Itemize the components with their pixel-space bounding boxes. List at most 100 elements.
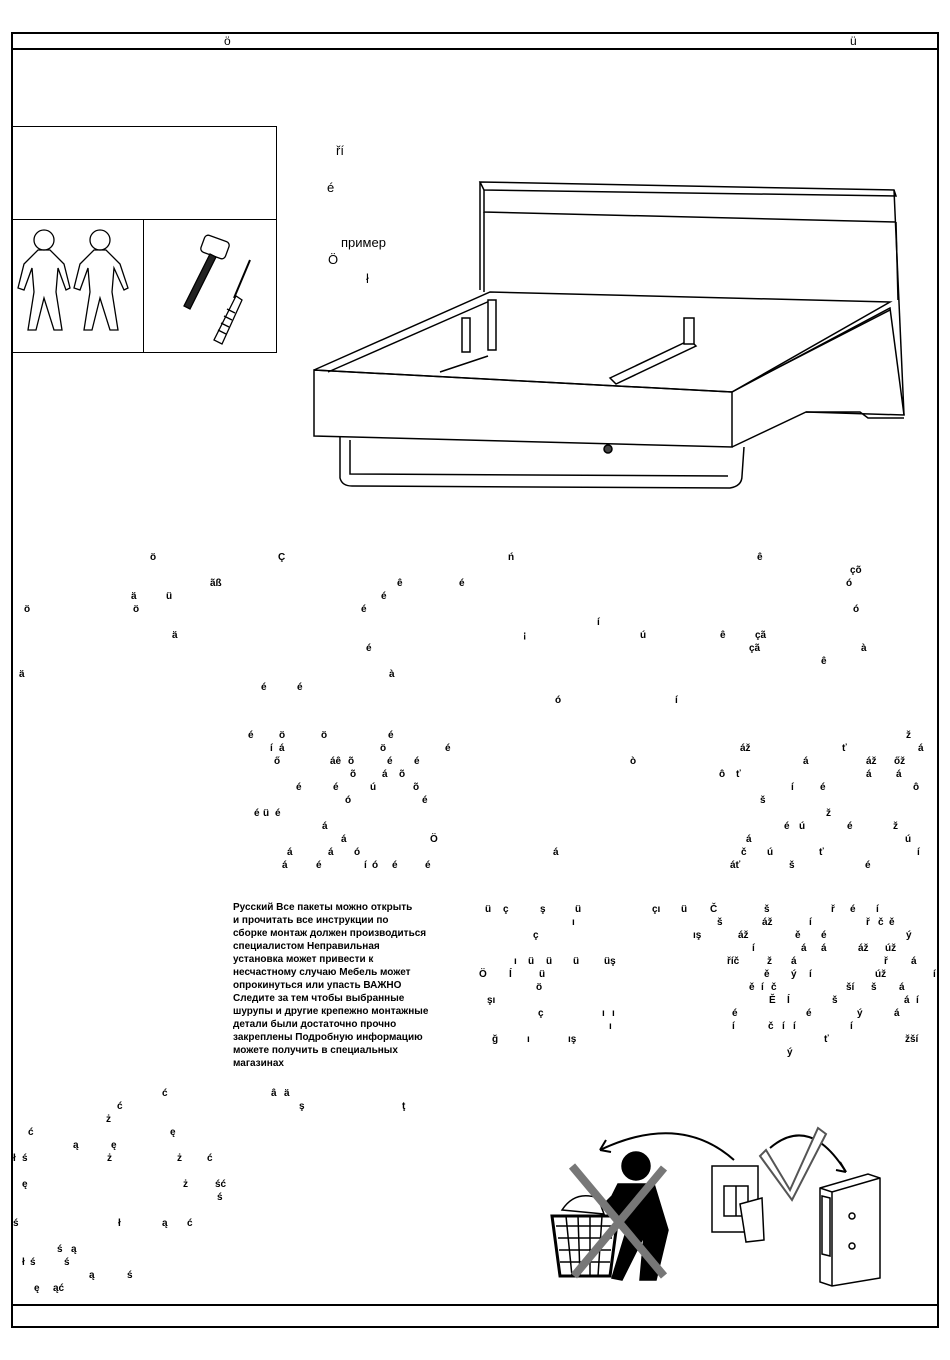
glyph-text: ö <box>279 730 286 741</box>
ru-line: опрокинуться или упасть ВАЖНО <box>233 980 402 991</box>
tools-box <box>143 219 277 353</box>
ru-line: можете получить в специальных <box>233 1045 398 1056</box>
glyph-text: í <box>793 1021 796 1032</box>
glyph-text: ř <box>866 917 870 928</box>
ru-line: шурупы и другие крепежно монтажные <box>233 1006 429 1017</box>
glyph-text: ú <box>370 782 377 793</box>
glyph-text: úž <box>885 943 897 954</box>
glyph-text: é <box>784 821 790 832</box>
glyph-text: ž <box>893 821 898 832</box>
glyph-text: ö <box>536 982 543 993</box>
glyph-text: ť <box>819 847 824 858</box>
label-2: é <box>327 180 335 195</box>
glyph-text: ť <box>824 1034 829 1045</box>
glyph-text: é <box>316 860 322 871</box>
glyph-text: õ <box>413 782 420 793</box>
two-persons-icon <box>17 229 129 331</box>
glyph-text: říč <box>727 956 740 967</box>
glyph-text: ę <box>170 1127 176 1138</box>
glyph-text: š <box>871 982 877 993</box>
glyph-text: í <box>917 847 920 858</box>
glyph-text: á <box>287 847 293 858</box>
glyph-text: š <box>832 995 838 1006</box>
glyph-text: ć <box>162 1088 168 1099</box>
glyph-text: é <box>333 782 339 793</box>
glyph-text: é <box>381 591 387 602</box>
glyph-text: í <box>916 995 919 1006</box>
glyph-text: ı <box>609 1021 612 1032</box>
glyph-text: ě <box>764 969 770 980</box>
glyph-text: ł <box>13 1153 16 1164</box>
glyph-text: ä <box>284 1088 290 1099</box>
glyph-text: ý <box>857 1008 863 1019</box>
glyph-text: é <box>296 782 302 793</box>
glyph-text: ó <box>846 578 853 589</box>
ru-line: закреплены Подробную информацию <box>233 1032 423 1043</box>
glyph-text: á <box>746 834 752 845</box>
glyph-text: í <box>850 1021 853 1032</box>
glyph-text: á <box>382 769 388 780</box>
glyph-text: é <box>732 1008 738 1019</box>
glyph-text: š <box>717 917 723 928</box>
glyph-text: ć <box>187 1218 193 1229</box>
glyph-text: ą <box>89 1270 95 1281</box>
glyph-text: ž <box>826 808 831 819</box>
ru-line: детали были достаточно прочно <box>233 1019 397 1030</box>
ru-line: Русский Все пакеты можно открыть <box>233 902 413 913</box>
glyph-text: é <box>254 808 260 819</box>
glyph-text: ı <box>514 956 517 967</box>
glyph-text: ł <box>118 1218 121 1229</box>
glyph-text: á <box>279 743 285 754</box>
glyph-text: é <box>422 795 428 806</box>
glyph-text: ż <box>107 1153 112 1164</box>
glyph-text: š <box>789 860 795 871</box>
glyph-text: à <box>389 669 395 680</box>
glyph-text: ą <box>71 1244 77 1255</box>
glyph-text: í <box>597 617 600 628</box>
glyph-text: Ě <box>769 995 776 1006</box>
glyph-text: í <box>791 782 794 793</box>
glyph-text: ú <box>767 847 774 858</box>
glyph-text: ě <box>795 930 801 941</box>
glyph-text: őž <box>894 756 906 767</box>
glyph-text: ü <box>573 956 580 967</box>
glyph-text: áž <box>738 930 749 941</box>
glyph-text: şı <box>487 995 496 1006</box>
glyph-text: č <box>768 1021 774 1032</box>
glyph-text: á <box>791 956 797 967</box>
glyph-text: ą <box>162 1218 168 1229</box>
glyph-text: õ <box>348 756 355 767</box>
glyph-text: é <box>425 860 431 871</box>
glyph-text: ç <box>533 930 539 941</box>
glyph-text: ı <box>572 917 575 928</box>
glyph-text: é <box>392 860 398 871</box>
glyph-text: ç <box>538 1008 544 1019</box>
glyph-text: ś <box>64 1257 70 1268</box>
glyph-text: ê <box>720 630 726 641</box>
header-right-glyph: ü <box>850 34 857 48</box>
glyph-text: á <box>899 982 905 993</box>
glyph-text: ö <box>380 743 387 754</box>
glyph-text: áž <box>740 743 751 754</box>
glyph-text: áž <box>866 756 877 767</box>
glyph-text: ąć <box>53 1283 65 1294</box>
glyph-text: ś <box>57 1244 63 1255</box>
glyph-text: á <box>328 847 334 858</box>
glyph-text: ü <box>546 956 553 967</box>
glyph-text: é <box>387 756 393 767</box>
glyph-text: áê <box>330 756 342 767</box>
glyph-text: ě <box>749 982 755 993</box>
label-3: пример <box>341 235 386 250</box>
glyph-text: é <box>445 743 451 754</box>
glyph-text: ž <box>906 730 911 741</box>
glyph-text: ś <box>127 1270 133 1281</box>
glyph-text: á <box>803 756 809 767</box>
ru-line: и прочитать все инструкции по <box>233 915 389 926</box>
glyph-text: ţ <box>402 1101 406 1112</box>
glyph-text: ę <box>111 1140 117 1151</box>
glyph-text: í <box>675 695 678 706</box>
glyph-text: ¡ <box>523 630 527 641</box>
glyph-text: ü <box>485 904 492 915</box>
glyph-text: ş <box>299 1101 305 1112</box>
